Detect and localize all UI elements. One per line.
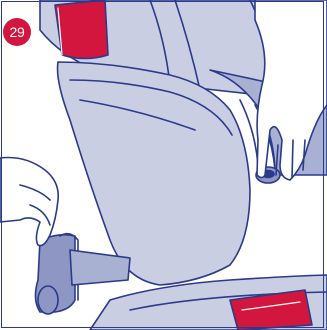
belt-guide-top — [55, 0, 108, 59]
isofix-connector — [38, 286, 58, 314]
step-number-badge: 29 — [3, 18, 31, 46]
step-number: 29 — [10, 24, 25, 40]
left-hand — [0, 158, 58, 246]
